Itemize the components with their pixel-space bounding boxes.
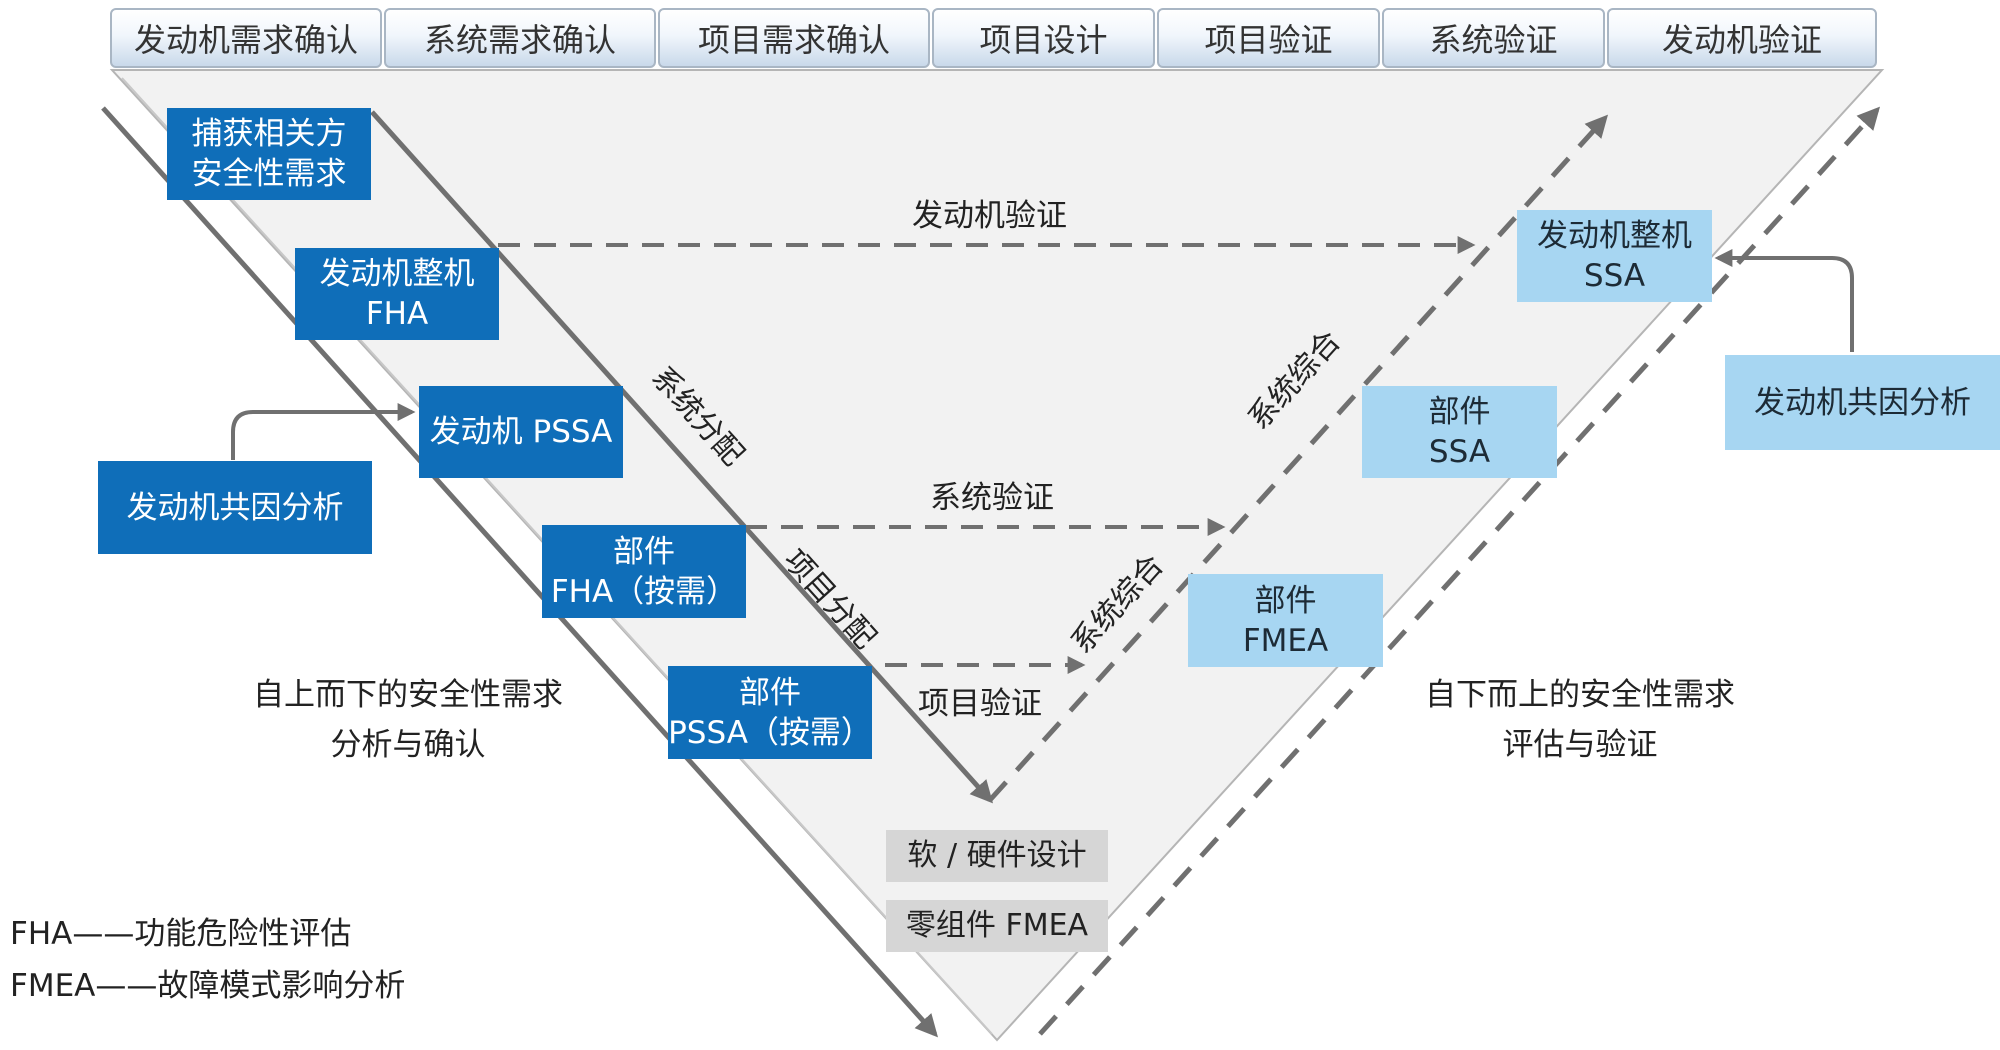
phase-item-req: 项目需求确认: [658, 8, 930, 68]
engine-fha-line-1: 发动机整机: [319, 256, 475, 292]
stakeholder-safety-req-box: 捕获相关方 安全性需求: [167, 108, 371, 200]
left-cca-connector: [231, 403, 416, 460]
component-fmea-line-1: 部件: [1254, 582, 1317, 619]
engine-fha-box: 发动机整机 FHA: [295, 248, 499, 340]
component-ssa-line-2: SSA: [1428, 434, 1491, 470]
integration-dashed-arrow: [988, 114, 1609, 802]
phase-item-design: 项目设计: [932, 8, 1155, 68]
right-side-line-1: 自下而上的安全性需求: [1425, 677, 1735, 713]
phase-item-verify: 项目验证: [1157, 8, 1380, 68]
left-side-line-2: 分析与确认: [330, 727, 486, 763]
right-cca-box: 发动机共因分析: [1725, 355, 2000, 450]
left-outer-arrow: [101, 106, 939, 1038]
component-pssa-box: 部件 PSSA（按需）: [668, 666, 872, 759]
left-side-text: 自上而下的安全性需求 分析与确认: [228, 670, 588, 770]
part-fmea-label: 零组件 FMEA: [905, 908, 1089, 943]
component-ssa-box: 部件 SSA: [1362, 386, 1557, 478]
component-fha-line-2: FHA（按需）: [550, 573, 738, 610]
legend-fha: FHA——功能危险性评估: [10, 916, 352, 952]
right-outer-dashed-arrow: [1038, 106, 1881, 1036]
phase-system-verify: 系统验证: [1382, 8, 1605, 68]
component-fha-line-1: 部件: [613, 533, 675, 570]
allocation-arrow: [370, 110, 994, 804]
engine-ssa-box: 发动机整机 SSA: [1517, 210, 1712, 302]
component-fha-box: 部件 FHA（按需）: [542, 525, 746, 618]
legend: FHA——功能危险性评估 FMEA——故障模式影响分析: [10, 908, 405, 1012]
item-verify-label: 项目验证: [918, 686, 1042, 722]
system-verify-label: 系统验证: [930, 480, 1054, 516]
engine-ssa-line-2: SSA: [1583, 258, 1646, 294]
engine-verify-label: 发动机验证: [912, 198, 1067, 234]
sw-hw-design-label: 软 / 硬件设计: [907, 838, 1087, 873]
engine-pssa-box: 发动机 PSSA: [419, 386, 623, 478]
left-cca-box: 发动机共因分析: [98, 461, 372, 554]
engine-pssa-label: 发动机 PSSA: [429, 414, 613, 450]
component-fmea-box: 部件 FMEA: [1188, 574, 1383, 667]
part-fmea-box: 零组件 FMEA: [886, 900, 1108, 952]
left-side-line-1: 自上而下的安全性需求: [253, 677, 563, 713]
engine-fha-line-2: FHA: [365, 296, 429, 332]
legend-fmea: FMEA——故障模式影响分析: [10, 968, 406, 1004]
component-pssa-line-1: 部件: [739, 674, 801, 711]
right-side-line-2: 评估与验证: [1502, 727, 1658, 763]
stakeholder-line-2: 安全性需求: [191, 156, 347, 192]
phase-system-req: 系统需求确认: [384, 8, 656, 68]
left-cca-label: 发动机共因分析: [126, 489, 344, 526]
component-fmea-line-2: FMEA: [1242, 622, 1329, 659]
engine-ssa-line-1: 发动机整机: [1537, 218, 1692, 254]
right-side-text: 自下而上的安全性需求 评估与验证: [1400, 670, 1760, 770]
component-ssa-line-1: 部件: [1428, 394, 1491, 430]
component-pssa-line-2: PSSA（按需）: [668, 714, 872, 751]
right-cca-connector: [1714, 249, 1854, 352]
right-cca-label: 发动机共因分析: [1754, 384, 1971, 421]
phase-engine-req: 发动机需求确认: [110, 8, 382, 68]
stakeholder-line-1: 捕获相关方: [191, 116, 347, 152]
sw-hw-design-box: 软 / 硬件设计: [886, 830, 1108, 882]
phase-engine-verify: 发动机验证: [1607, 8, 1877, 68]
